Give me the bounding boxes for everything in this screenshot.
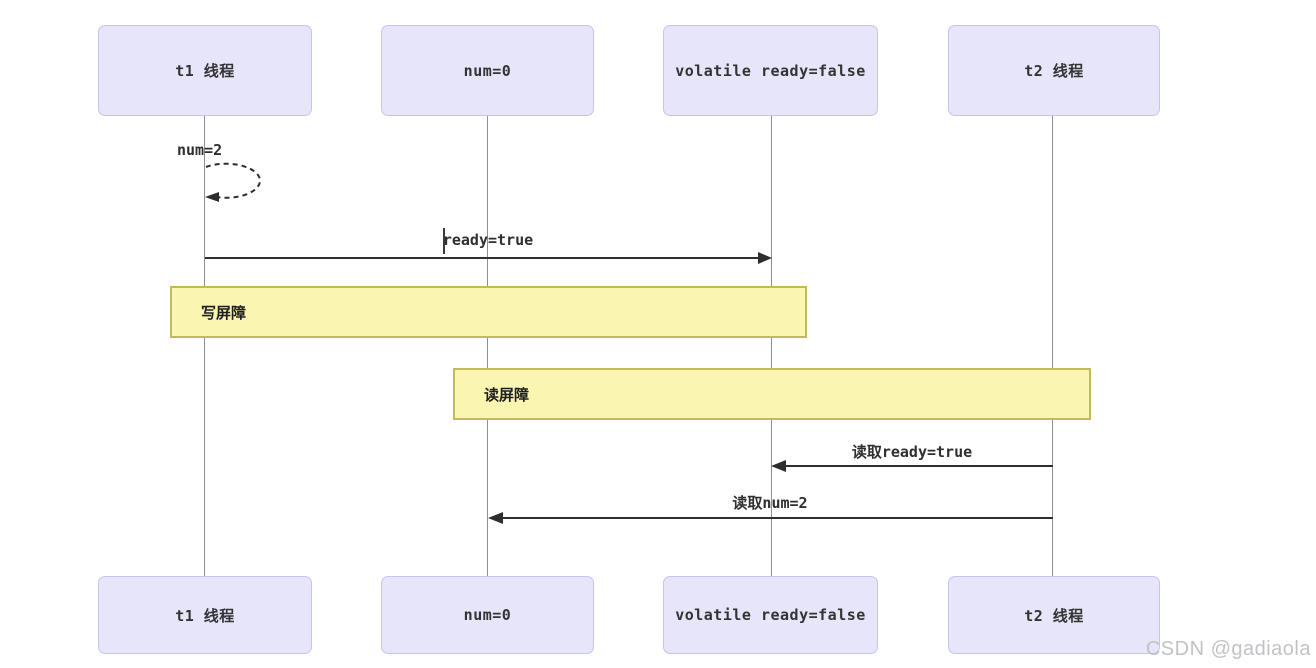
self-loop-num2-arrowhead — [205, 192, 219, 202]
self-loop-num2-arrow — [205, 162, 261, 199]
csdn-watermark: CSDN @gadiaola — [1145, 638, 1311, 660]
ready-true-label[interactable]: ready=true — [442, 231, 534, 249]
actor-top-t1-label: t1 线程 — [175, 62, 235, 80]
actor-bottom-num-label: num=0 — [463, 606, 512, 624]
lifeline-t2 — [1052, 116, 1053, 577]
text-edit-caret — [443, 228, 445, 254]
read-ready-arrowhead — [771, 460, 786, 472]
write-barrier-label: 写屏障 — [201, 303, 247, 322]
read-ready-label[interactable]: 读取ready=true — [851, 443, 973, 461]
actor-bottom-t1[interactable]: t1 线程 — [98, 576, 312, 654]
actor-bottom-volatile-label: volatile ready=false — [675, 606, 866, 624]
actor-top-volatile[interactable]: volatile ready=false — [663, 25, 878, 116]
actor-bottom-t1-label: t1 线程 — [175, 606, 235, 625]
read-barrier-label: 读屏障 — [484, 385, 530, 404]
write-barrier-band[interactable]: 写屏障 — [170, 286, 807, 338]
actor-bottom-t2[interactable]: t2 线程 — [948, 576, 1160, 654]
actor-bottom-volatile[interactable]: volatile ready=false — [663, 576, 878, 654]
read-num-label[interactable]: 读取num=2 — [732, 494, 808, 512]
actor-top-volatile-label: volatile ready=false — [675, 61, 866, 80]
actor-bottom-t2-label: t2 线程 — [1024, 606, 1084, 625]
self-loop-num2-label[interactable]: num=2 — [177, 141, 223, 159]
read-num-arrowhead — [488, 512, 503, 524]
lifeline-num — [487, 116, 488, 577]
ready-true-arrowhead — [758, 252, 772, 264]
read-barrier-band[interactable]: 读屏障 — [453, 368, 1091, 420]
actor-top-t1[interactable]: t1 线程 — [98, 25, 312, 116]
lifeline-t1 — [204, 116, 205, 577]
actor-top-t2-label: t2 线程 — [1024, 62, 1084, 80]
lifeline-volatile — [771, 116, 772, 577]
actor-top-num-label: num=0 — [463, 61, 512, 80]
actor-bottom-num[interactable]: num=0 — [381, 576, 594, 654]
actor-top-num[interactable]: num=0 — [381, 25, 594, 116]
actor-top-t2[interactable]: t2 线程 — [948, 25, 1160, 116]
